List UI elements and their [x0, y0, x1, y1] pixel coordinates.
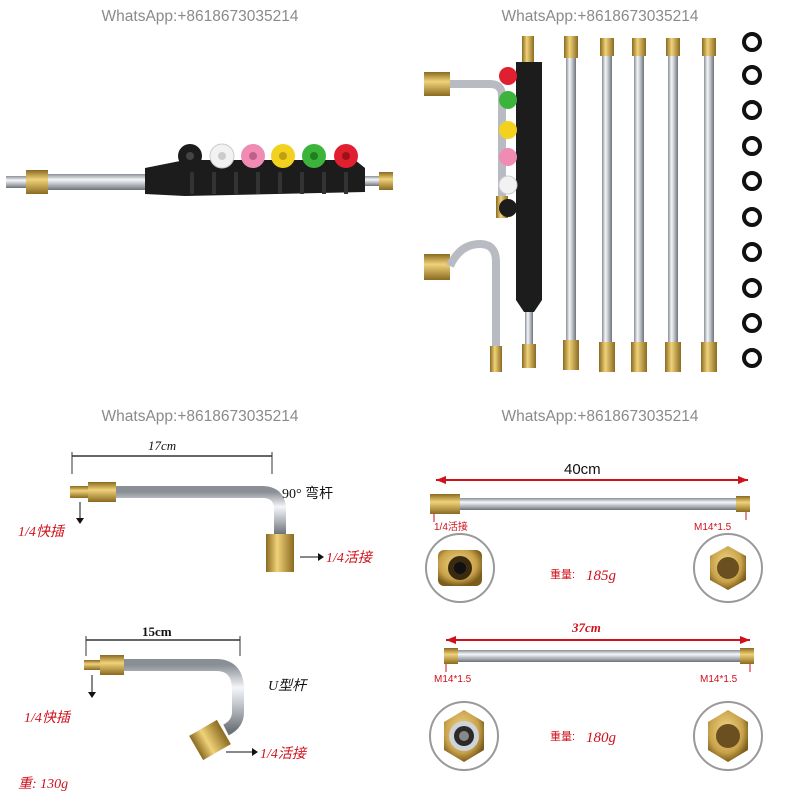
elbow-length: 17cm [148, 438, 176, 453]
rod1-weight-prefix: 重量: [550, 567, 575, 581]
u-bend-wand [424, 239, 502, 372]
watermark: WhatsApp:+8618673035214 [501, 8, 699, 25]
rod1-weight-value: 185g [586, 568, 617, 584]
panel-lance-assembled: WhatsApp:+8618673035214 [0, 0, 400, 400]
elbow-wand [70, 482, 294, 572]
bent-wands-weight: 重: 130g [18, 776, 68, 792]
elbow-left-label: 1/4快插 [18, 524, 66, 540]
elbow-wand [424, 72, 508, 218]
rod2-weight-prefix: 重量: [550, 729, 575, 743]
panel-extension-rods: WhatsApp:+8618673035214 40cm 1/4活接 M14*1… [400, 400, 800, 800]
vertical-lance [498, 36, 542, 368]
bent-wands-illustration: 17cm 90° 弯杆 1/4快插 1/4活接 15cm U型杆 1/4快插 1… [18, 438, 374, 792]
rod2-weight-value: 180g [586, 730, 617, 746]
brass-fitting-left [26, 170, 48, 194]
rod1 [430, 494, 750, 514]
elbow-type-label: 90° 弯杆 [282, 485, 333, 502]
rod1-right-end-closeup [693, 533, 763, 603]
elbow-right-label: 1/4活接 [326, 550, 374, 566]
ubend-type-label: U型杆 [268, 678, 308, 694]
rod2-length: 37cm [571, 620, 601, 635]
rod1-right-label: M14*1.5 [694, 522, 732, 533]
nozzle-set [178, 143, 358, 169]
kit-contents-illustration [424, 32, 762, 372]
rod2 [444, 648, 754, 664]
rod2-left-end-closeup [429, 701, 499, 771]
ubend-right-label: 1/4活接 [260, 746, 308, 762]
rod1-left-end-closeup [425, 533, 495, 603]
o-rings [742, 32, 762, 368]
rod1-length: 40cm [564, 461, 601, 478]
black-handle [145, 160, 365, 196]
lance-assembled-illustration [6, 143, 393, 196]
extension-rods-illustration: 40cm 1/4活接 M14*1.5 重量: 185g 37cm [425, 461, 763, 771]
u-bend-wand [84, 655, 244, 761]
panel-kit-contents: WhatsApp:+8618673035214 [400, 0, 800, 400]
watermark: WhatsApp:+8618673035214 [101, 8, 299, 25]
rod2-right-label: M14*1.5 [700, 674, 738, 685]
quick-plug-left [6, 176, 26, 188]
rod2-left-label: M14*1.5 [434, 674, 472, 685]
panel-bent-wands: WhatsApp:+8618673035214 17cm 90° 弯杆 1/4快… [0, 400, 400, 800]
rod2-right-end-closeup [693, 701, 763, 771]
watermark: WhatsApp:+8618673035214 [101, 408, 299, 425]
ubend-left-label: 1/4快插 [24, 710, 72, 726]
steel-tube [48, 174, 148, 190]
extension-rods [563, 36, 717, 372]
brass-fitting-right [379, 172, 393, 190]
watermark: WhatsApp:+8618673035214 [501, 408, 699, 425]
ubend-length: 15cm [142, 624, 172, 639]
rod1-left-label: 1/4活接 [434, 520, 468, 533]
